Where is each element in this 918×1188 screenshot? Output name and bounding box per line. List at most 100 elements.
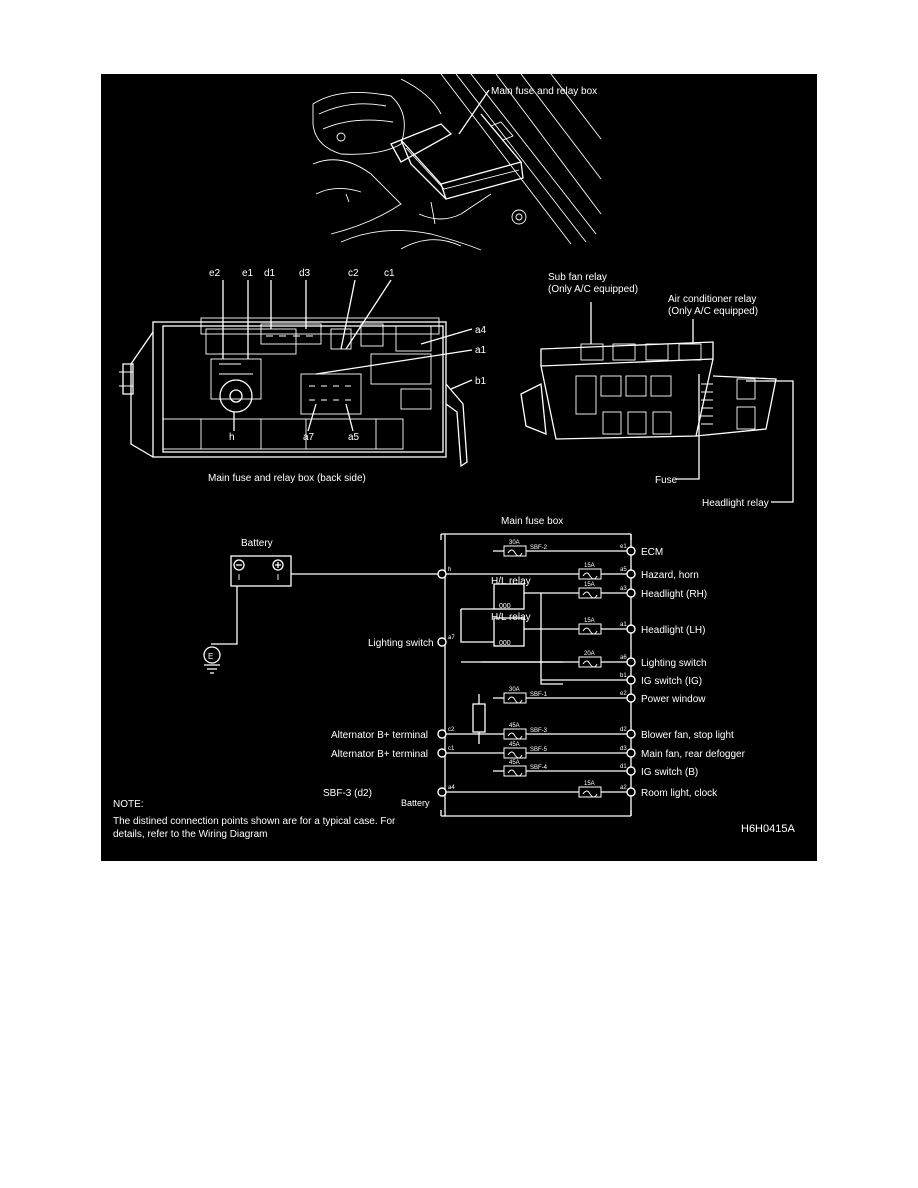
fuse-symbol [578,587,602,599]
input-label: Alternator B+ terminal [331,730,428,741]
fuse-rating: 30A [509,687,520,693]
output-node [626,624,636,634]
fuse-link [507,549,523,557]
input-label: Alternator B+ terminal [331,749,428,760]
ground-symbol-label: E [208,652,213,661]
input-terminal: c2 [448,727,455,733]
callout-a4: a4 [475,325,487,336]
note: NOTE: The distined connection points sho… [113,799,795,840]
diagram-panel: Main fuse and relay box [101,74,817,861]
input-terminal: a4 [448,785,455,791]
hl-relay-1-label: H/L relay [491,576,531,587]
output-terminal: e2 [620,691,627,697]
back-side-caption: Main fuse and relay box (back side) [208,473,366,484]
fuse-link [507,696,523,704]
input-terminal: h [448,567,451,573]
output-terminal: a2 [620,785,627,791]
output-terminal: a1 [620,622,627,628]
fuse-rating: 20A [584,651,595,657]
output-node [626,693,636,703]
fuse-code: SBF-5 [530,747,548,753]
callout-a7: a7 [303,432,315,443]
fuse-rating: 45A [509,723,520,729]
input-node [437,787,447,797]
callout-d1: d1 [264,268,276,279]
fuse-code: SBF-4 [530,765,548,771]
input-row: h [437,567,451,579]
fuse-rating: 45A [509,742,520,748]
output-terminal: e1 [620,544,627,550]
fuse-link [582,627,598,635]
engine-bay-illustration: Main fuse and relay box [312,74,602,251]
fuse-rating: 45A [509,760,520,766]
main-fuse-box-title: Main fuse box [501,516,563,527]
callout-d3: d3 [299,268,311,279]
input-node [437,569,447,579]
output-label: Headlight (LH) [641,625,705,636]
fuse-link [582,660,598,668]
fuse-link [582,790,598,798]
fuse-code: SBF-1 [530,692,548,698]
fuse-rating: 15A [584,563,595,569]
note-line-2: details, refer to the Wiring Diagram [113,829,268,840]
fuse-link [507,751,523,759]
output-terminal: a6 [620,655,627,661]
hl-relay-1-coil: 000 [499,603,511,610]
output-node [626,766,636,776]
sub-fan-relay-label: Sub fan relay [548,272,607,283]
output-label: IG switch (IG) [641,676,702,687]
callout-e2: e2 [209,268,221,279]
callout-c1: c1 [384,268,395,279]
output-node [626,569,636,579]
hl-relay-1 [493,583,525,610]
output-terminal: d1 [620,764,627,770]
output-row: b1 IG switch (IG) [541,673,702,687]
figure-code: H6H0415A [741,823,795,835]
fuse-rating: 15A [584,618,595,624]
output-label: ECM [641,547,663,558]
input-terminal: a7 [448,635,455,641]
fuse-rating: 15A [584,781,595,787]
fuse-symbol [503,545,527,557]
main-fuse-relay-box-label: Main fuse and relay box [491,86,597,97]
output-label: IG switch (B) [641,767,698,778]
fuse-symbol [578,786,602,798]
fuse-symbol [578,568,602,580]
fuse-symbol [578,656,602,668]
input-node [437,637,447,647]
fuse-symbol [503,747,527,759]
output-label: Room light, clock [641,788,718,799]
fuse-link [582,591,598,599]
callout-c2: c2 [348,268,359,279]
output-terminal: b1 [620,673,627,679]
input-node [437,748,447,758]
fuse-code: SBF-2 [530,545,548,551]
fuse-symbol [578,623,602,635]
callout-a5: a5 [348,432,360,443]
fuse-symbol [503,728,527,740]
hl-relay-2-label: H/L relay [491,612,531,623]
output-node [626,546,636,556]
output-node [626,729,636,739]
fuse-rating: 30A [509,540,520,546]
fuse-box-diagram: Main fuse and relay box [113,74,795,840]
battery-symbol [230,555,292,587]
ground-symbol [203,646,221,664]
output-terminal: d2 [620,727,627,733]
output-terminal: d3 [620,746,627,752]
output-terminal: a3 [620,586,627,592]
output-node [626,787,636,797]
output-node [626,657,636,667]
output-label: Headlight (RH) [641,589,707,600]
callout-h: h [229,432,235,443]
output-node [626,588,636,598]
